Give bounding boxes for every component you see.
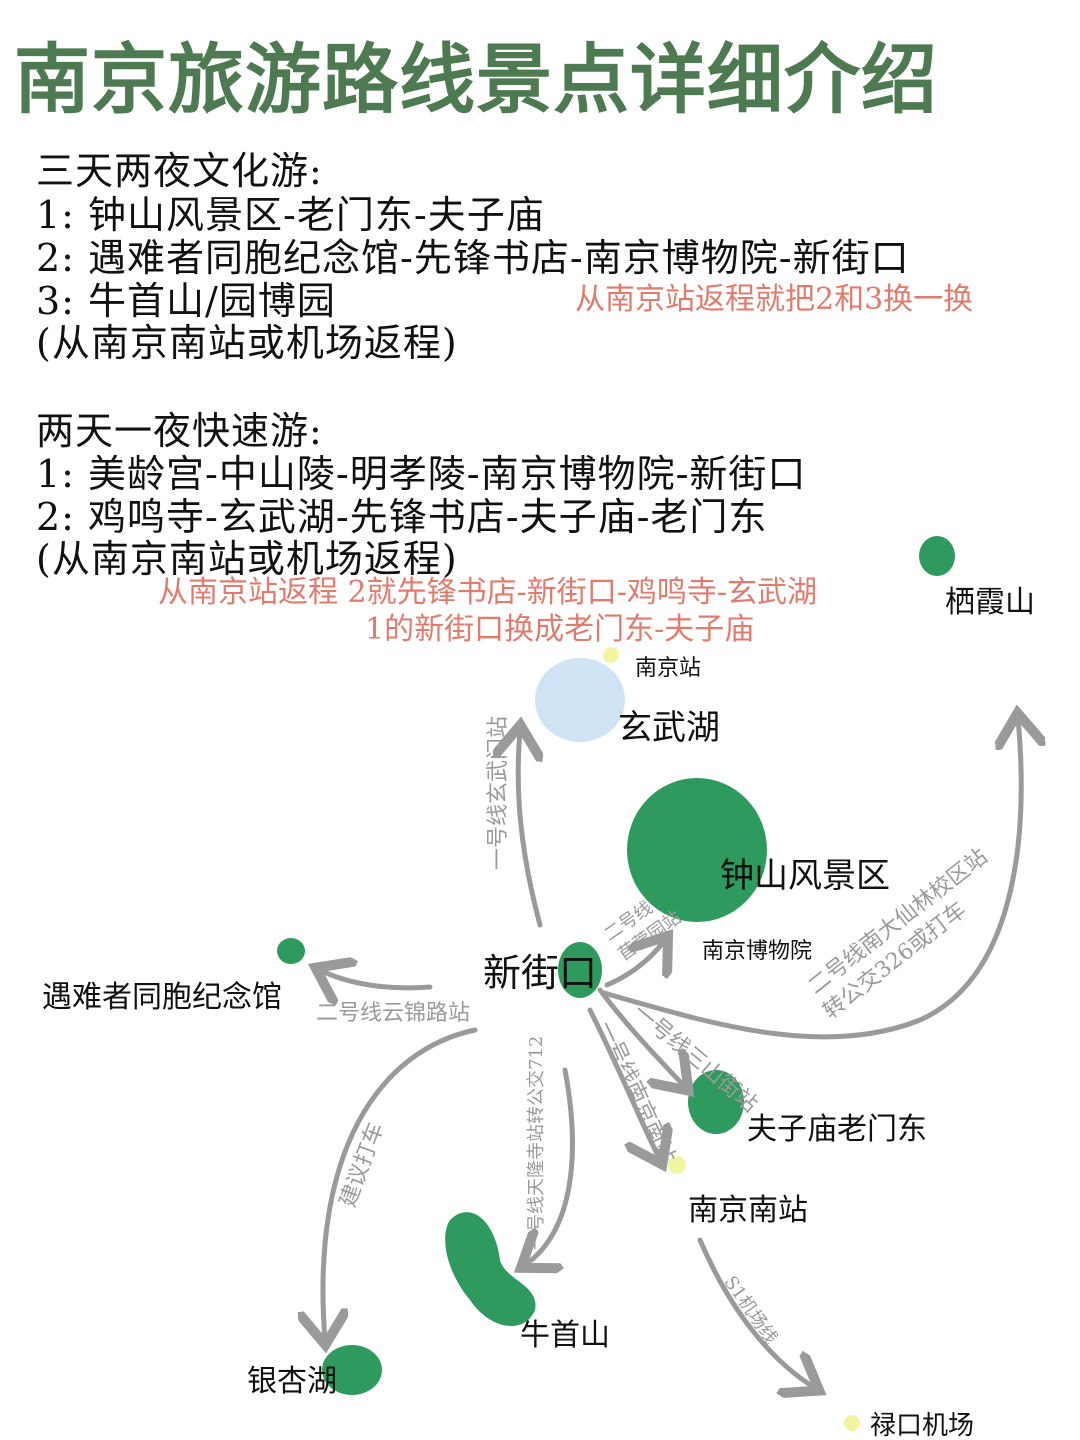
- arrow-to-museum: [604, 940, 665, 988]
- arrow-to-xuanwu: [518, 730, 540, 928]
- arrow-to-south: [587, 1007, 660, 1160]
- label-memorial: 遇难者同胞纪念馆: [42, 980, 282, 1015]
- label-zhongshan: 钟山风景区: [720, 856, 890, 896]
- route-label-to-niushou: 一号线天隆寺站转公交712: [526, 1035, 547, 1250]
- label-museum: 南京博物院: [702, 939, 813, 964]
- spot-xinjiekou: [558, 942, 602, 998]
- arrow-to-memorial: [320, 970, 433, 988]
- label-qixiashan: 栖霞山: [945, 585, 1035, 620]
- spot-niushoushan: [445, 1212, 536, 1327]
- plan-3day-red-note: 从南京站返程就把2和3换一换: [575, 282, 974, 317]
- plan-3day-day3: 3: 牛首山/园博园: [36, 279, 336, 323]
- spot-airport: [844, 1415, 860, 1431]
- plan-2day-red-note-2: 1的新街口换成老门东-夫子庙: [365, 612, 755, 647]
- arrow-to-airport: [697, 1237, 815, 1388]
- arrow-to-qixia: [601, 718, 1021, 1040]
- spot-xuanwu-lake: [535, 658, 625, 742]
- label-niushoushan: 牛首山: [520, 1318, 610, 1353]
- spot-zhongshan: [627, 778, 767, 922]
- spot-nanjing-station: [603, 647, 619, 663]
- plan-2day-day2: 2: 鸡鸣寺-玄武湖-先锋书店-夫子庙-老门东: [36, 495, 768, 539]
- label-nanjing-station: 南京站: [635, 656, 702, 681]
- spot-fuzimiao: [688, 1070, 744, 1134]
- plan-2day-heading: 两天一夜快速游:: [36, 409, 323, 453]
- arrow-to-niushou: [525, 1067, 575, 1265]
- spot-qixiashan: [919, 536, 955, 576]
- arrow-to-fuzimiao: [597, 987, 685, 1087]
- label-south-station: 南京南站: [688, 1193, 808, 1228]
- label-airport: 禄口机场: [870, 1411, 975, 1440]
- label-xuanwu-lake: 玄武湖: [618, 708, 720, 748]
- spot-memorial: [277, 938, 305, 964]
- route-label-to-memorial: 二号线云锦路站: [316, 1001, 471, 1026]
- plan-3day-note: (从南京南站或机场返程): [36, 321, 458, 365]
- plan-3day-day2: 2: 遇难者同胞纪念馆-先锋书店-南京博物院-新街口: [36, 236, 910, 280]
- plan-2day-red-note-1: 从南京站返程 2就先锋书店-新街口-鸡鸣寺-玄武湖: [158, 575, 818, 610]
- plan-2day-note: (从南京南站或机场返程): [36, 537, 458, 581]
- plan-2day-day1: 1: 美龄宫-中山陵-明孝陵-南京博物院-新街口: [36, 452, 807, 496]
- plan-3day-day1: 1: 钟山风景区-老门东-夫子庙: [36, 193, 545, 237]
- plan-3day-heading: 三天两夜文化游:: [36, 149, 323, 193]
- route-label-to-xuanwu: 一号线玄武门站: [486, 715, 511, 870]
- label-fuzimiao: 夫子庙老门东: [747, 1112, 927, 1147]
- page-title: 南京旅游路线景点详细介绍: [14, 35, 938, 124]
- spot-yinxing-lake: [322, 1345, 382, 1395]
- label-xinjiekou: 新街口: [483, 951, 598, 995]
- arrow-to-yinxing: [323, 1027, 478, 1340]
- label-yinxing-lake: 银杏湖: [247, 1364, 337, 1399]
